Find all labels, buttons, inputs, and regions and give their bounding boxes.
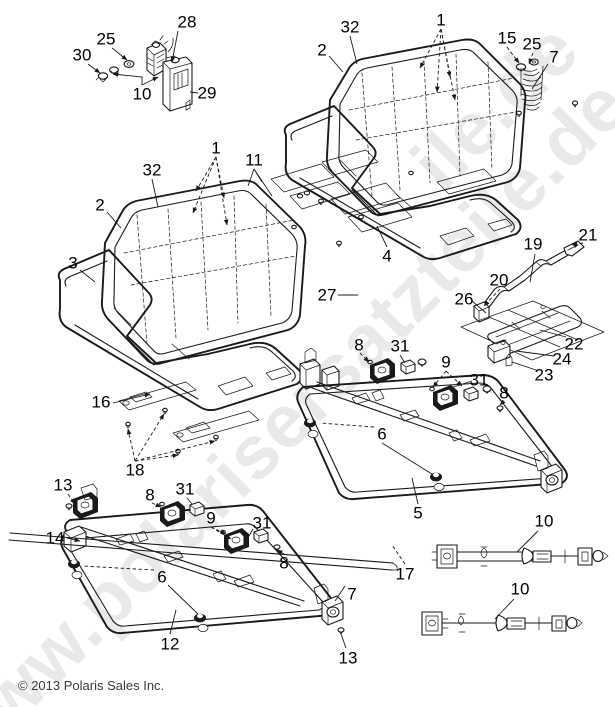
copyright-notice: © 2013 Polaris Sales Inc.: [18, 678, 165, 693]
group-armrest-19-26: [460, 240, 605, 367]
part-6-bushing-front: [68, 559, 209, 632]
assembly-rear-frame-5: [296, 358, 568, 501]
part-25-washer: [123, 60, 135, 68]
part-17-support-rod: [8, 532, 398, 571]
part-7-latch-front: [321, 595, 344, 626]
part-31-nut-b: [463, 386, 479, 402]
part-latch-block-rear-a: [370, 358, 395, 384]
part-10-latch: [146, 35, 169, 77]
part-31-nut-d: [253, 528, 269, 544]
part-24-bracket: [487, 339, 511, 364]
group-latch-hardware: [95, 35, 193, 112]
part-30-screw: [95, 72, 109, 83]
group-straps-16-18: [118, 381, 260, 456]
assembly-seatbelt-lower: [421, 611, 583, 636]
part-31-nut-c: [189, 501, 205, 517]
assembly-upper-bench-seat: [270, 38, 527, 261]
part-11-mount-plates: [270, 149, 379, 210]
part-4-base-panel: [330, 168, 497, 233]
part-29-housing: [162, 55, 193, 112]
part-latch-block-rear-b: [433, 385, 458, 411]
part-latch-block-front-a: [160, 501, 185, 527]
part-7-latch-rear: [540, 463, 563, 494]
part-6-bushing-rear: [304, 418, 445, 491]
part-13-latch-left: [73, 483, 98, 519]
assembly-lower-bench-seat: [57, 179, 340, 412]
assembly-seatbelt-upper: [431, 544, 609, 569]
part-latch-post: [299, 347, 340, 391]
assembly-front-frame-12: [60, 483, 345, 635]
group-top-right-hardware: [515, 58, 579, 118]
leader-lines: [66, 28, 584, 649]
part-10-screw-a: [109, 66, 119, 75]
part-31-nut-a: [400, 359, 416, 375]
part-25-washer-b: [529, 58, 539, 66]
